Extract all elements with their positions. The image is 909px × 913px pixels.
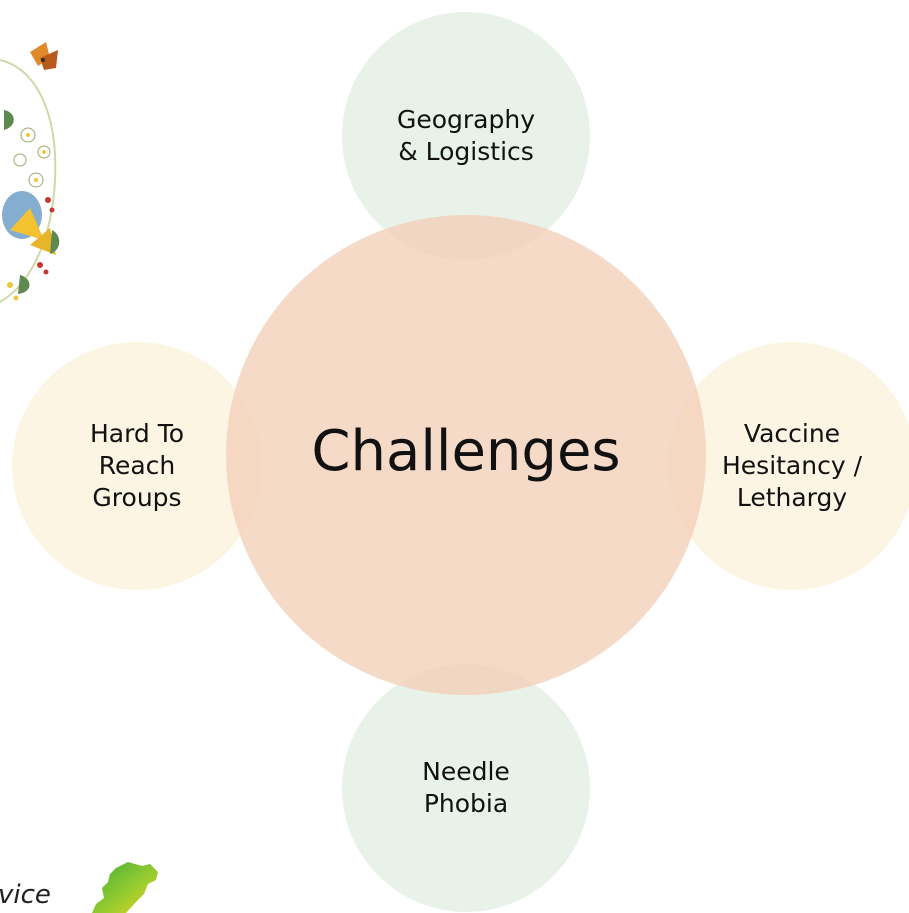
top-label-line-1: Geography: [396, 105, 536, 134]
left-label-line-2: Reach: [98, 451, 176, 480]
bottom-label-line-1: Needle: [422, 757, 510, 786]
green-map-emblem: [92, 862, 158, 913]
satellite-bottom-needle-phobia: Needle Phobia: [341, 663, 591, 913]
footer-partial-text: vice: [0, 880, 51, 910]
right-label-line-1: Vaccine: [743, 419, 841, 448]
top-circle-label: Geography & Logistics: [397, 104, 535, 168]
left-label-line-3: Groups: [92, 483, 182, 512]
center-circle-label: Challenges: [311, 419, 621, 484]
left-label-line-1: Hard To: [89, 419, 185, 448]
satellite-left-hard-to-reach: Hard To Reach Groups: [11, 341, 263, 591]
right-circle-label: Vaccine Hesitancy / Lethargy: [722, 418, 862, 514]
left-circle-label: Hard To Reach Groups: [90, 418, 184, 514]
satellite-right-vaccine-hesitancy: Vaccine Hesitancy / Lethargy: [667, 341, 909, 591]
bottom-circle-label: Needle Phobia: [422, 756, 510, 820]
top-label-line-2: & Logistics: [398, 137, 534, 166]
right-label-line-3: Lethargy: [736, 483, 848, 512]
right-label-line-2: Hesitancy /: [721, 451, 863, 480]
bottom-label-line-2: Phobia: [423, 789, 509, 818]
center-circle-challenges: Challenges: [226, 215, 706, 695]
floral-illustration: [0, 42, 60, 303]
